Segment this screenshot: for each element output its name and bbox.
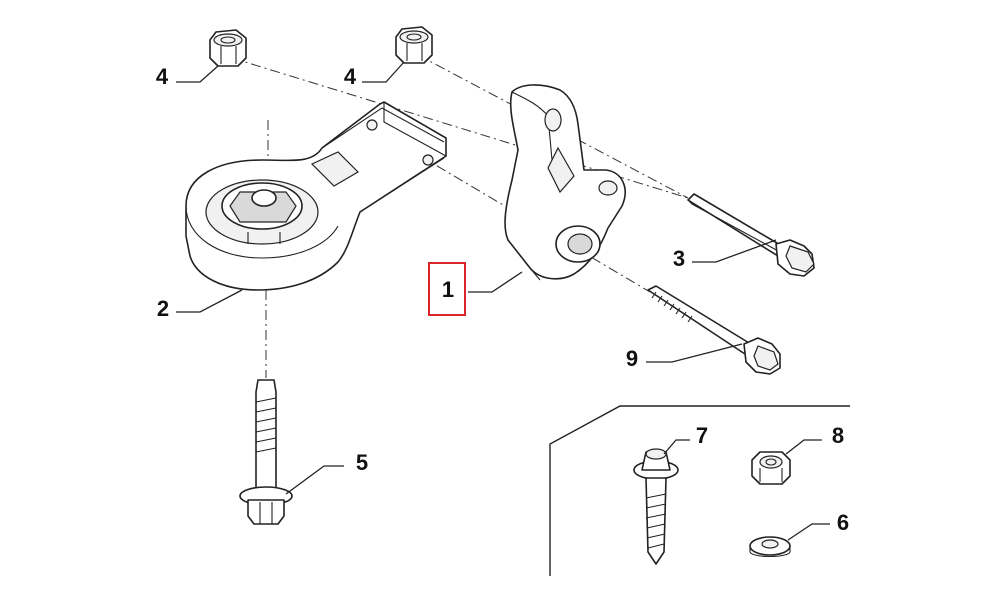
part-6-washer <box>749 536 791 558</box>
part-7-screw <box>633 448 679 565</box>
part-4-nut-left <box>209 29 247 67</box>
leader-lines <box>176 61 830 541</box>
part-8-nut <box>751 451 791 485</box>
highlight-box <box>428 262 466 316</box>
inset-frame <box>549 405 850 576</box>
callout-3: 3 <box>673 246 685 271</box>
part-1-upper-bracket <box>504 84 626 281</box>
callout-5: 5 <box>356 450 368 475</box>
part-4-nut-right <box>395 26 433 64</box>
part-9-bolt <box>647 285 781 375</box>
callout-labels: 4 4 2 1 3 9 5 7 8 6 <box>156 64 849 535</box>
callout-2: 2 <box>157 296 169 321</box>
callout-7: 7 <box>696 423 708 448</box>
callout-8: 8 <box>832 423 844 448</box>
callout-4-left: 4 <box>156 64 169 89</box>
part-2-lower-mount <box>185 101 447 291</box>
callout-9: 9 <box>626 346 638 371</box>
part-3-bolt <box>687 193 815 277</box>
callout-1: 1 <box>442 277 454 302</box>
part-5-bolt <box>239 379 293 525</box>
callout-4-right: 4 <box>344 64 357 89</box>
callout-6: 6 <box>837 510 849 535</box>
